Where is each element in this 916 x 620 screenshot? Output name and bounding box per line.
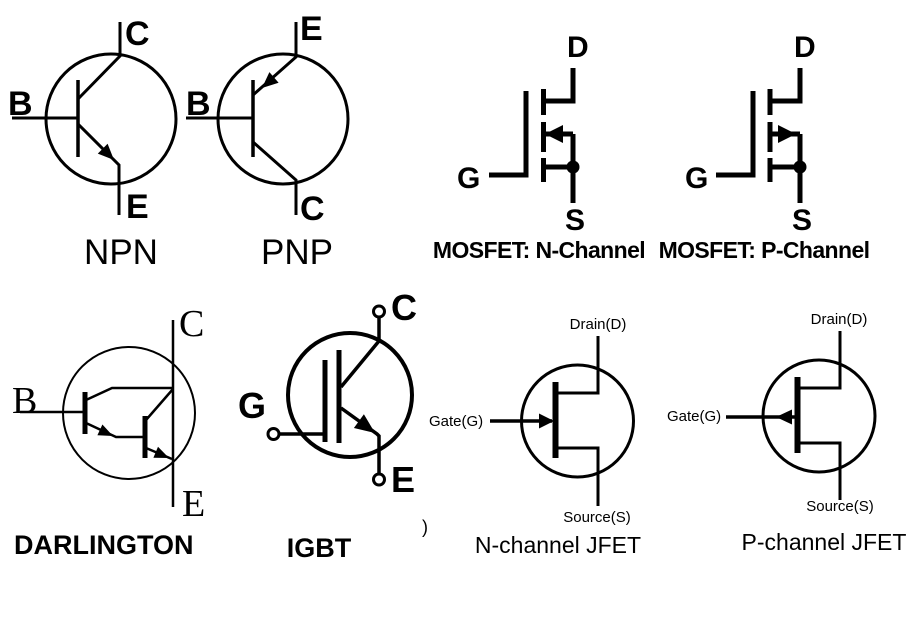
jfet-n-source-label: Source(S) [563,509,631,526]
mosfet-p-caption: MOSFET: P-Channel [658,237,870,263]
jfet-p-source-lead [798,441,842,500]
jfet-p-source-label: Source(S) [806,498,874,515]
mosfet-p-body-arrow [778,125,796,143]
darlington-emitter-label: E [182,483,206,525]
npn-emitter-label: E [126,188,149,226]
pnp-caption: PNP [261,233,333,272]
pnp-emitter-label: E [300,10,323,48]
igbt-emitter-label: E [391,459,416,500]
mosfet-n-source-label: S [565,204,586,237]
igbt-gate-terminal [266,427,281,441]
pnp-symbol [186,22,350,215]
mosfet-n-body-arrow [545,125,563,143]
igbt-emitter-lead [339,406,381,474]
jfet-n-gate-arrow [539,413,554,429]
jfet-p-gate-label: Gate(G) [667,408,722,425]
igbt-collector-terminal [372,304,386,319]
jfet-n-caption: N-channel JFET [474,532,642,558]
pnp-emitter-arrow [262,72,279,88]
jfet-n-drain-label: Drain(D) [569,316,627,333]
jfet-p-drain-label: Drain(D) [810,311,868,328]
darlington-collector-label: C [179,303,205,345]
jfet-n-symbol [490,336,635,506]
pnp-base-label: B [186,85,211,123]
npn-symbol [12,22,178,215]
igbt-collector-lead [339,318,381,389]
darlington-caption: DARLINGTON [14,530,194,560]
jfet-p-caption: P-channel JFET [741,529,907,555]
mosfet-n-drain-lead [543,68,576,104]
npn-base-label: B [8,85,33,123]
jfet-n-gate-label: Gate(G) [429,413,484,430]
darlington-t1-collector [85,386,173,402]
npn-collector-lead [76,22,122,101]
mosfet-p-drain-label: D [794,31,816,64]
npn-collector-label: C [125,15,150,53]
jfet-n-source-lead [556,446,600,506]
mosfet-n-gate-label: G [457,162,481,195]
npn-emitter-arrow [97,143,114,160]
mosfet-n-caption: MOSFET: N-Channel [432,237,646,263]
npn-caption: NPN [84,233,158,272]
darlington-t2-collector [145,388,174,421]
mosfet-p-source-label: S [792,204,813,237]
igbt-emitter-terminal [372,472,386,487]
darlington-base-label: B [12,380,38,422]
igbt-symbol [266,304,414,487]
mosfet-n-source-dot [566,160,580,174]
igbt-emitter-arrow [353,414,375,433]
stray-parenthesis-mark: ) [422,517,428,537]
mosfet-p-source-dot [793,160,807,174]
darlington-t1-emitter-arrow [97,424,113,436]
igbt-collector-label: C [391,287,417,328]
mosfet-p-gate-label: G [685,162,709,195]
jfet-p-symbol [726,331,877,500]
igbt-body-circle [286,331,414,459]
jfet-n-drain-lead [556,336,600,395]
mosfet-p-drain-lead [769,68,803,104]
pnp-collector-lead [252,140,298,215]
mosfet-p-symbol [716,68,807,203]
jfet-p-gate-arrow [776,409,792,425]
igbt-caption: IGBT [286,533,352,563]
darlington-symbol [20,320,196,507]
mosfet-n-drain-label: D [567,31,589,64]
mosfet-n-symbol [489,68,580,203]
igbt-gate-label: G [238,385,267,426]
jfet-p-drain-lead [798,331,842,390]
darlington-t1-emitter [85,421,145,439]
npn-emitter-lead [76,122,121,215]
pnp-collector-label: C [300,190,325,228]
darlington-t2-emitter-arrow [153,446,169,458]
